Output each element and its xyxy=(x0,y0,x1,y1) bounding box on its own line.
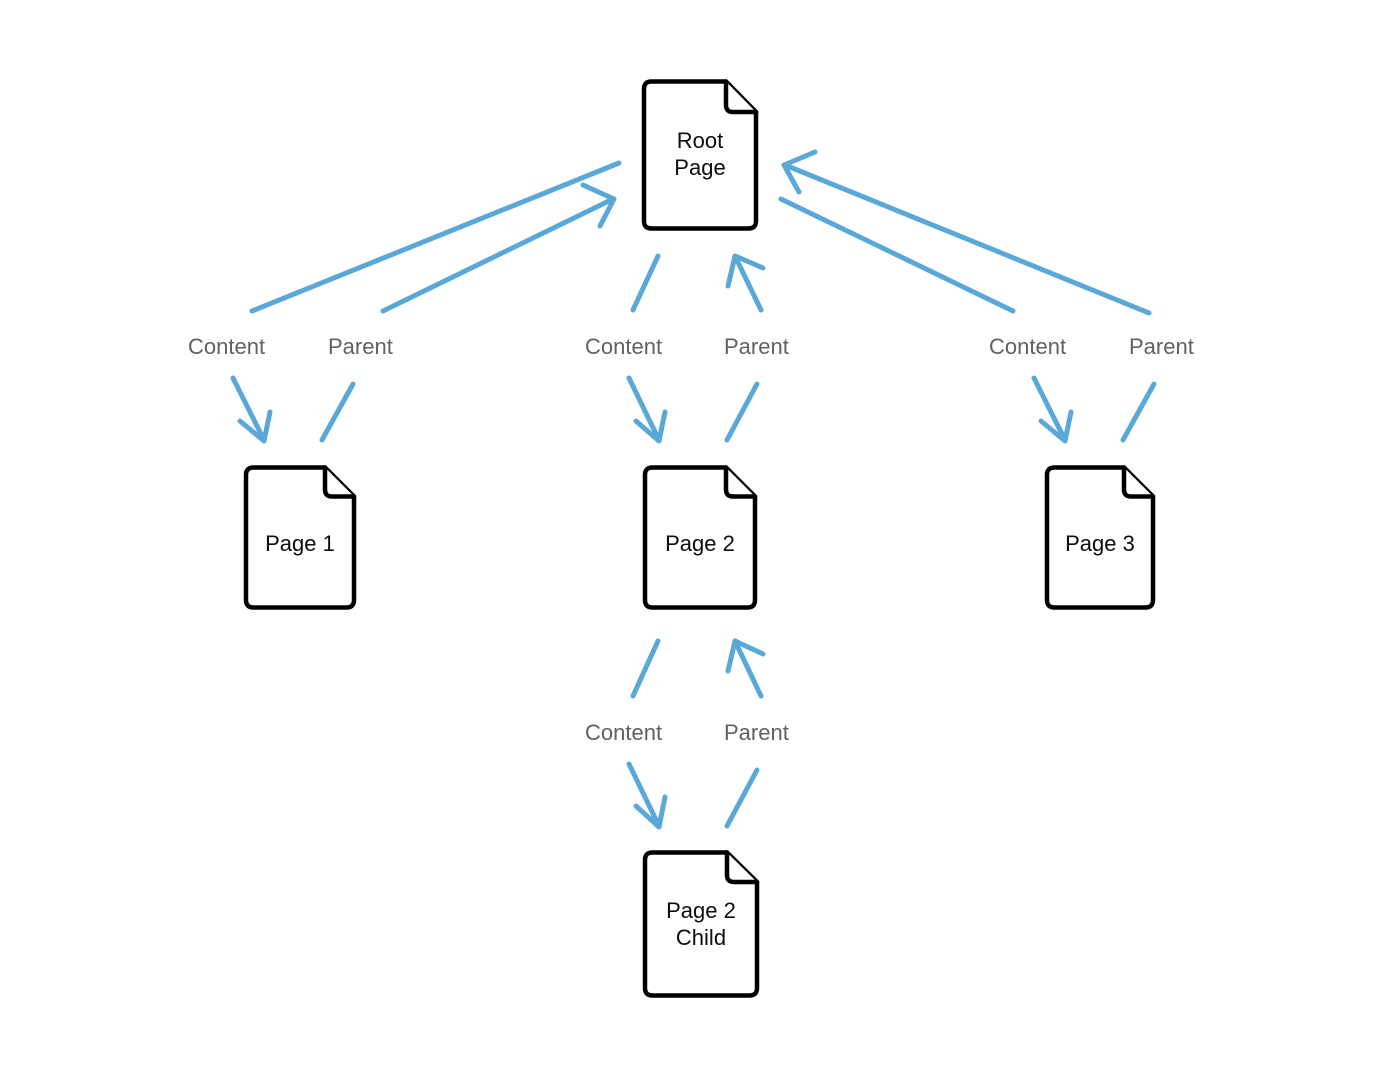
edge-line-segment xyxy=(319,381,356,443)
edge-line-segment xyxy=(724,767,760,829)
arrowhead-icon xyxy=(725,638,766,674)
edge-page1-parent-root xyxy=(319,182,617,443)
node-root-page[interactable]: Root Page xyxy=(640,79,760,231)
edge-root-content-page2 xyxy=(626,253,668,444)
arrowhead-icon xyxy=(237,409,273,444)
edge-label-parent: Parent xyxy=(328,334,393,359)
node-page-3[interactable]: Page 3 xyxy=(1043,465,1157,610)
edge-label-parent: Parent xyxy=(724,334,789,359)
arrowhead-icon xyxy=(781,149,818,195)
edge-line-segment xyxy=(1031,375,1068,443)
arrowhead-icon xyxy=(633,409,668,444)
edge-line-segment xyxy=(724,381,760,443)
edge-label-content: Content xyxy=(585,720,663,745)
edge-line-segment xyxy=(630,638,661,699)
edge-line-segment xyxy=(230,375,267,443)
edge-label-parent: Parent xyxy=(1129,334,1194,359)
arrowhead-icon xyxy=(580,182,617,229)
edge-page2-content-page2child xyxy=(626,638,668,830)
edge-root-content-page1 xyxy=(230,160,622,444)
edge-label-content: Content xyxy=(188,334,266,359)
document-icon xyxy=(642,465,758,610)
edge-line-segment xyxy=(630,253,661,313)
edge-page2-parent-root xyxy=(724,253,766,443)
arrowhead-icon xyxy=(725,253,766,289)
edge-line-segment xyxy=(1120,381,1157,443)
document-icon xyxy=(641,79,759,231)
document-icon xyxy=(1044,465,1156,610)
edge-page2child-parent-page2 xyxy=(724,638,766,829)
node-page-2[interactable]: Page 2 xyxy=(641,465,759,610)
edge-label-content: Content xyxy=(585,334,663,359)
document-icon xyxy=(243,465,357,610)
edge-root-content-page3 xyxy=(778,196,1074,444)
edge-line-segment xyxy=(732,638,764,699)
edge-line-segment xyxy=(626,761,662,829)
edge-line-segment xyxy=(626,375,662,443)
node-page-1[interactable]: Page 1 xyxy=(242,465,358,610)
edge-label-parent: Parent xyxy=(724,720,789,745)
arrowhead-icon xyxy=(1038,409,1074,444)
edge-line-segment xyxy=(732,253,764,313)
edge-line-segment xyxy=(249,160,622,314)
edge-line-segment xyxy=(380,196,616,314)
edge-label-content: Content xyxy=(989,334,1067,359)
edge-line-segment xyxy=(778,196,1016,314)
document-icon xyxy=(642,850,760,998)
arrowhead-icon xyxy=(633,794,668,830)
edge-page3-parent-root xyxy=(781,149,1157,443)
edge-line-segment xyxy=(782,162,1152,316)
node-page-2-child[interactable]: Page 2 Child xyxy=(641,850,761,998)
